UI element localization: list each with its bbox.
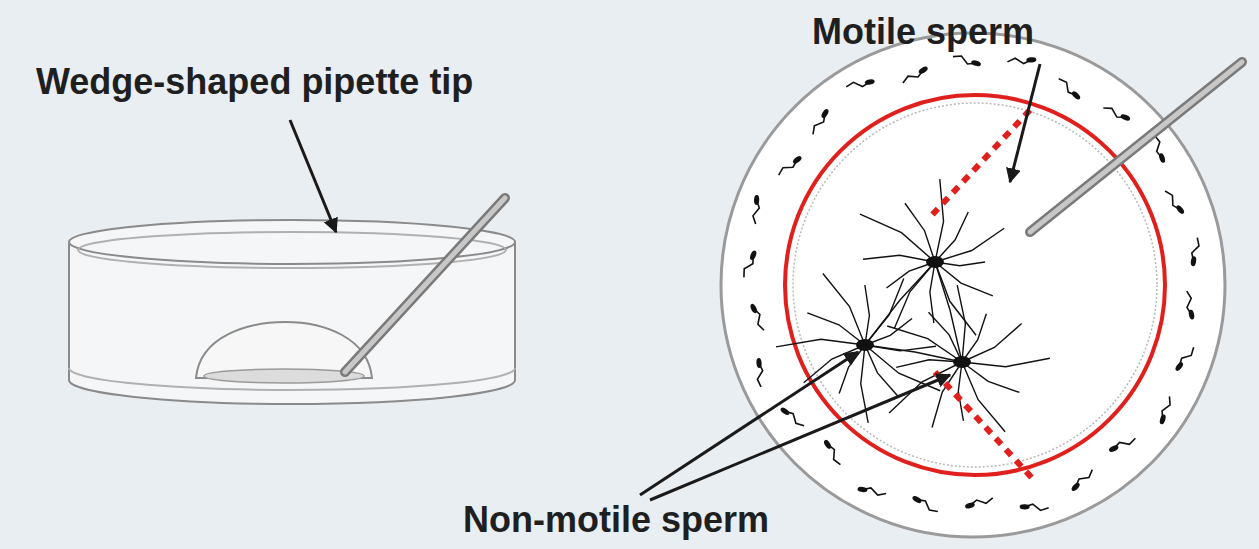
leader-line [290, 120, 336, 232]
sperm-cells [744, 56, 1199, 512]
pipette-tip [345, 198, 505, 372]
leader-line [1010, 64, 1040, 182]
pipette-tip [1030, 62, 1242, 232]
label: Motile sperm [812, 12, 1034, 52]
leader-line [650, 375, 950, 500]
petri-dish [69, 220, 515, 404]
cut-line [932, 110, 1032, 478]
label: Non-motile sperm [463, 500, 769, 540]
label: Wedge-shaped pipette tip [36, 62, 473, 102]
leader-line [640, 352, 858, 495]
droplet-edge [793, 103, 1157, 467]
dish-top-view [721, 33, 1225, 537]
